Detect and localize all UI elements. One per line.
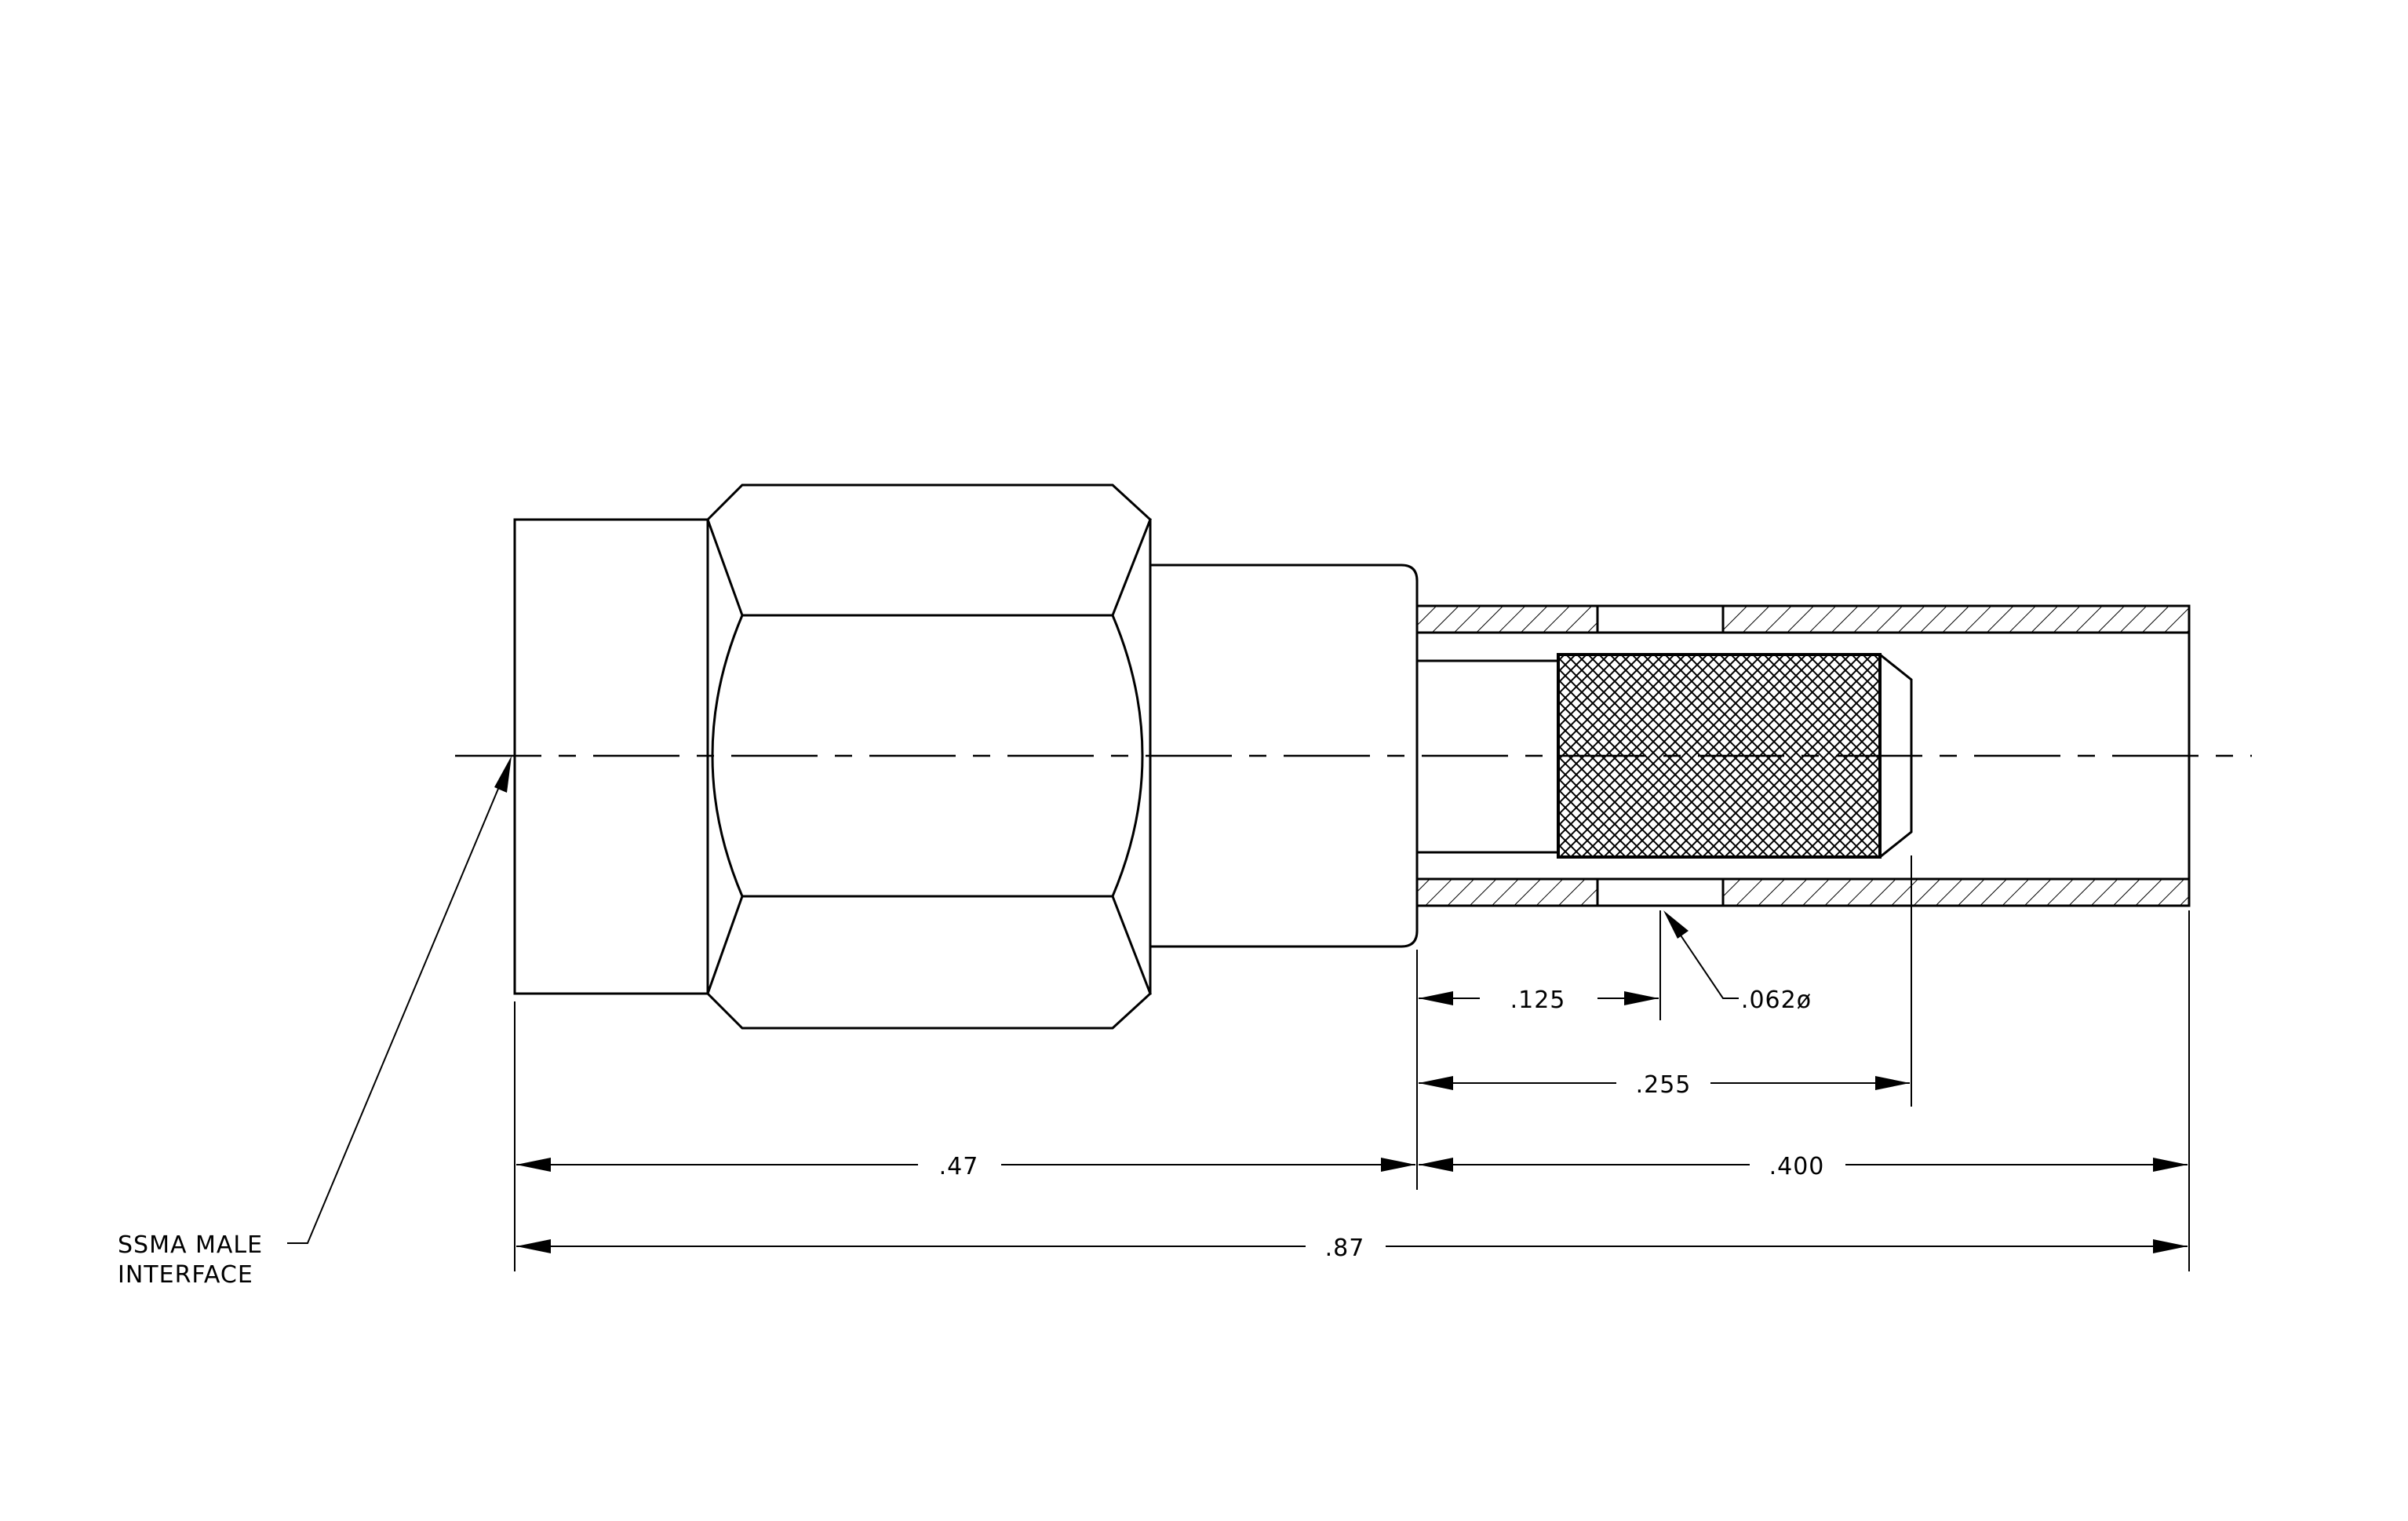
dimension-47-label: .47	[939, 1153, 979, 1180]
dimension-062-label: .062ø	[1741, 987, 1812, 1014]
callout-line-1: SSMA MALE	[118, 1231, 263, 1259]
dimension-255-label: .255	[1636, 1071, 1692, 1099]
callout-line-2: INTERFACE	[118, 1261, 253, 1289]
dimension-47: .47	[516, 1153, 1415, 1180]
ferrule-sleeve	[1415, 604, 2191, 907]
interface-callout: SSMA MALE INTERFACE	[118, 756, 512, 1289]
dimension-400-label: .400	[1769, 1153, 1825, 1180]
extension-lines	[514, 855, 2190, 1271]
dimension-255: .255	[1419, 1071, 1910, 1099]
dimension-125-label: .125	[1510, 987, 1566, 1014]
dimension-87-label: .87	[1325, 1235, 1365, 1262]
dimension-062-leader: .062ø	[1663, 910, 1812, 1014]
dimension-87: .87	[516, 1235, 2188, 1262]
rear-body	[1149, 564, 1419, 948]
dimension-125: .125	[1419, 987, 1659, 1014]
dimension-400: .400	[1419, 1153, 2188, 1180]
